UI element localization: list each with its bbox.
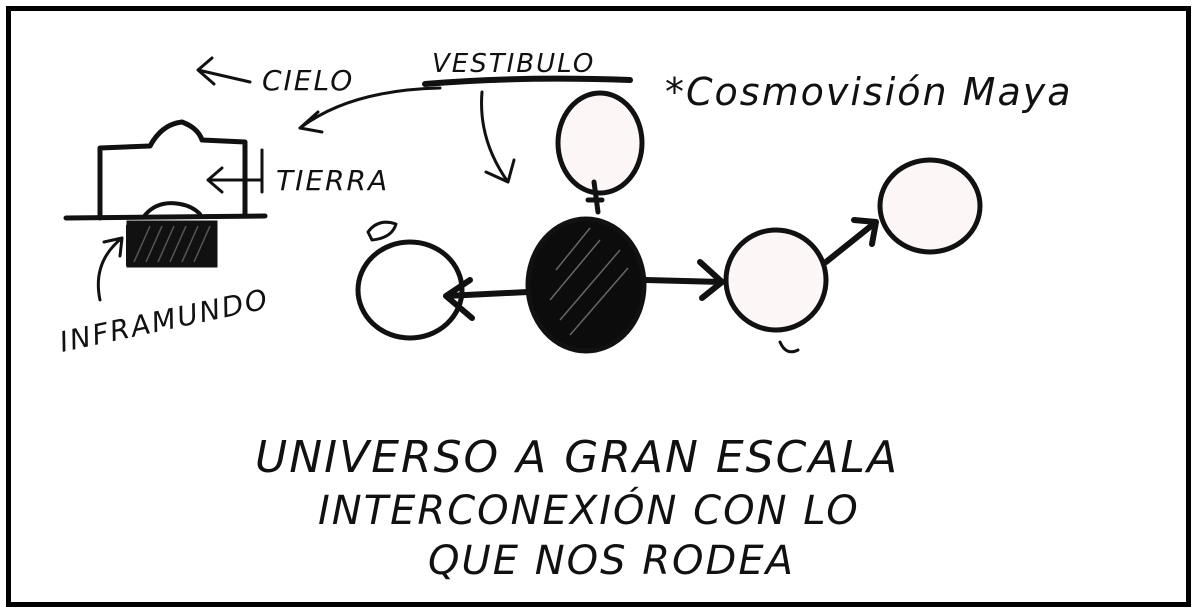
tierra-label: TIERRA (276, 164, 389, 197)
cielo-label: CIELO (262, 64, 354, 97)
caption-line-1: UNIVERSO A GRAN ESCALA (255, 432, 899, 483)
vestibulo-underline (422, 75, 633, 87)
node-far-right (877, 157, 983, 255)
arrow-hub-to-right (643, 259, 725, 301)
inframundo-arrow (96, 236, 124, 302)
vestibulo-label: VESTIBULO (432, 49, 595, 79)
arrow-hub-to-left (443, 277, 531, 321)
caption-line-2: INTERCONEXIÓN CON LO (318, 486, 860, 534)
temple-diagram (63, 119, 268, 268)
inframundo-label: INFRAMUNDO (57, 282, 272, 359)
vestibulo-to-hub-arrow (480, 90, 516, 184)
node-right (723, 227, 829, 333)
cielo-arrow (196, 56, 252, 86)
network-diagram (355, 90, 983, 354)
title-text: *Cosmovisión Maya (665, 70, 1073, 114)
node-top (555, 90, 645, 196)
tierra-pointer (206, 148, 264, 194)
node-left (355, 239, 465, 341)
caption-line-3: QUE NOS RODEA (428, 538, 795, 584)
arrow-right-to-far-right (823, 217, 879, 265)
node-hub[interactable] (525, 216, 647, 354)
vestibulo-to-temple-arrow (298, 86, 442, 134)
